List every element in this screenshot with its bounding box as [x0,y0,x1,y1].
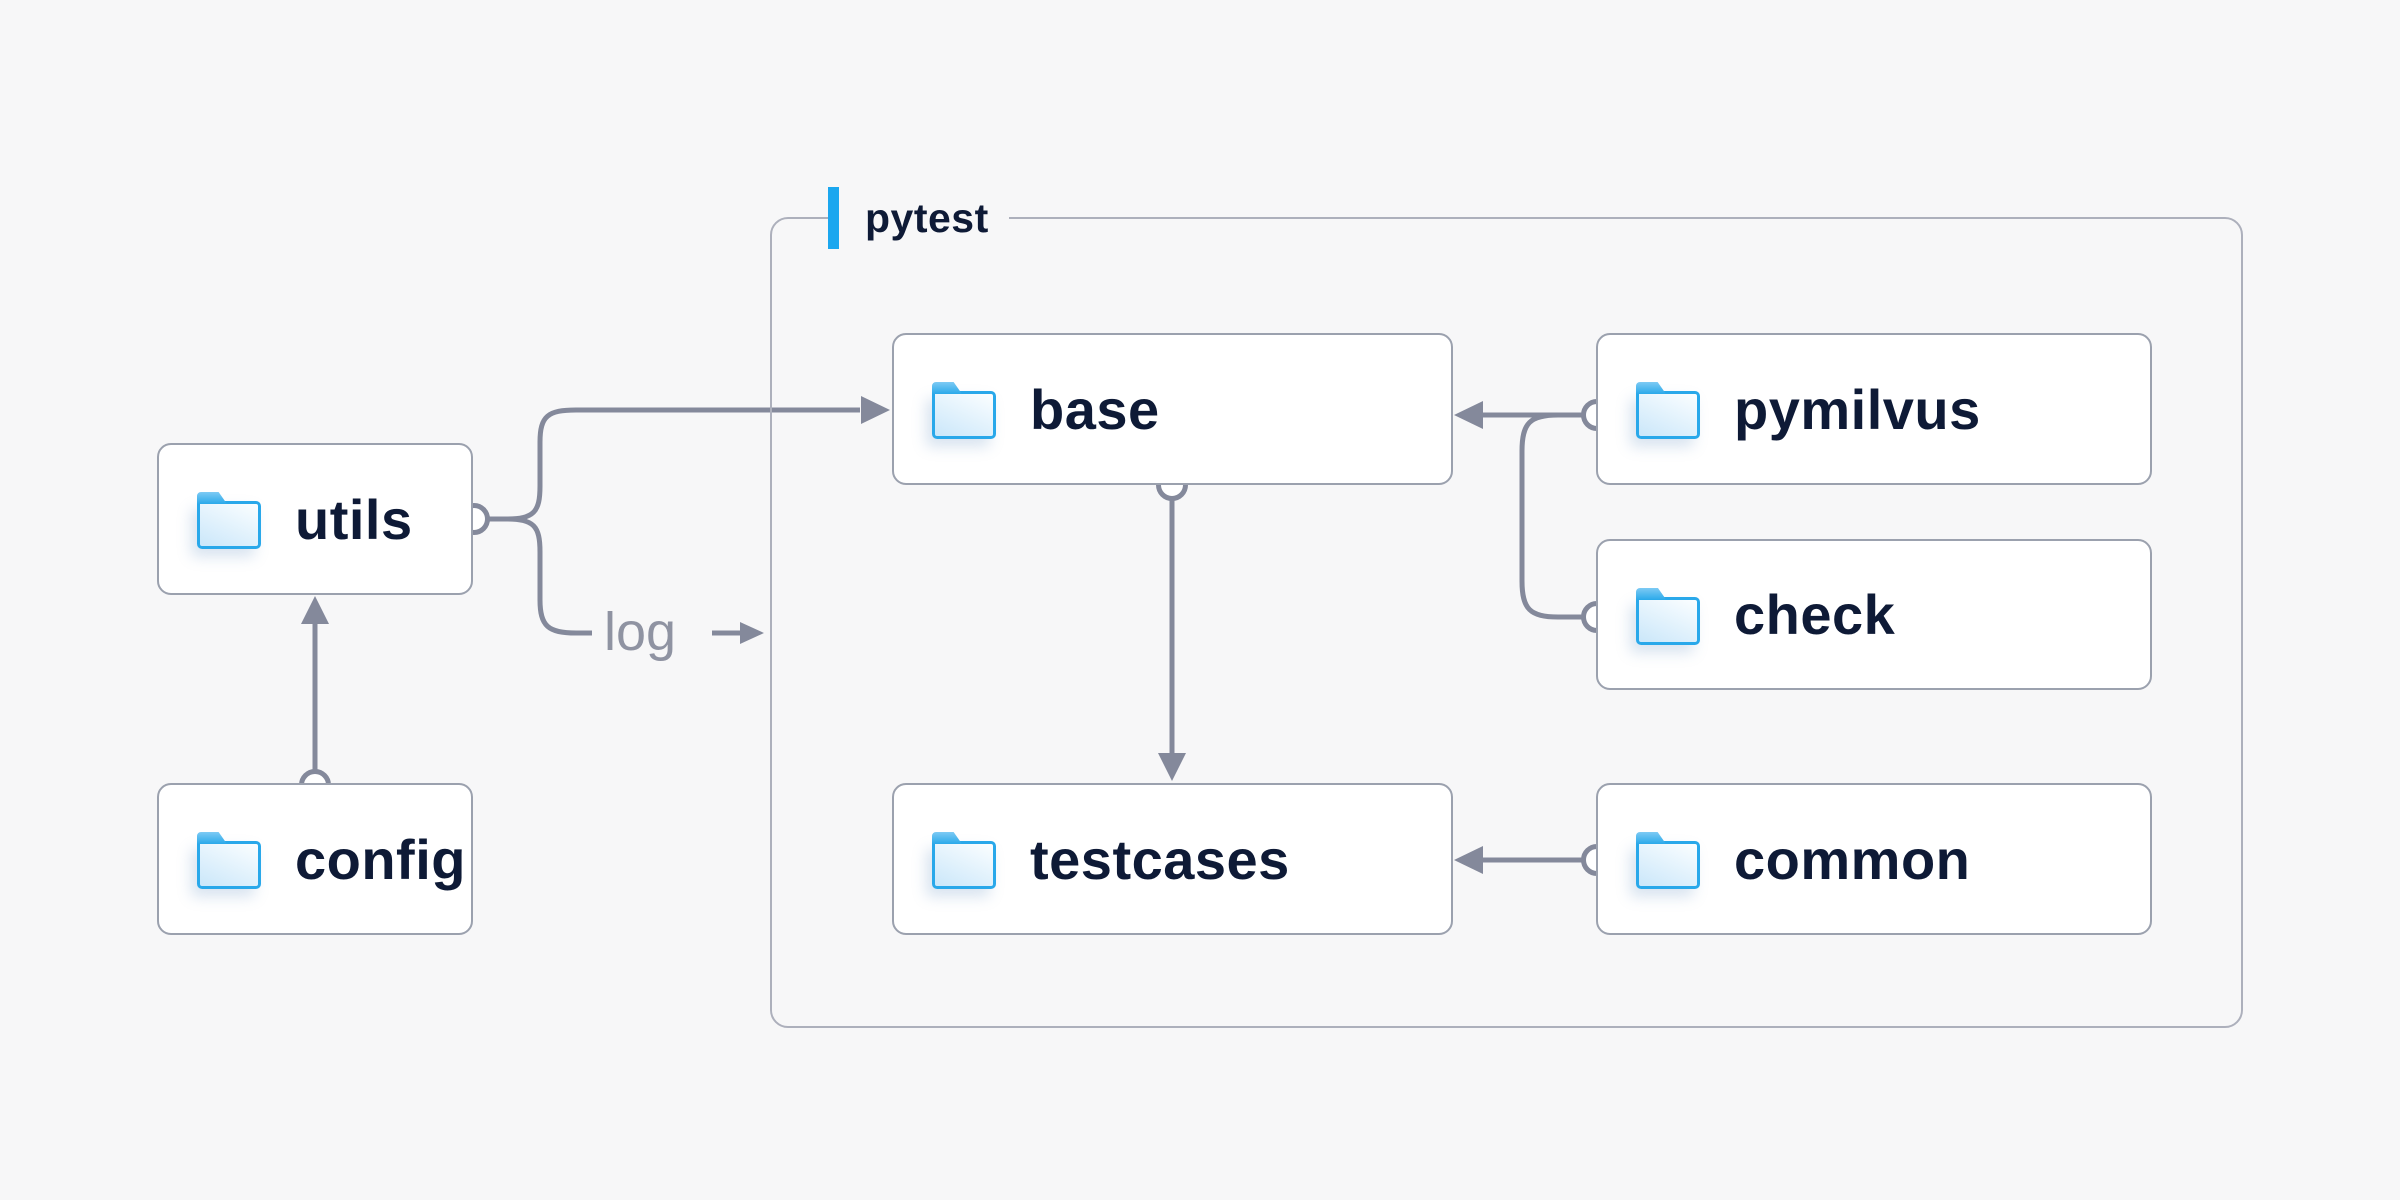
node-label-pymilvus: pymilvus [1734,377,1981,441]
node-label-common: common [1734,827,1971,891]
pytest-group-title: pytest [865,194,989,241]
arrowhead-up-into-utils [301,596,329,624]
arrowhead-left-into-testcases [1454,846,1483,874]
node-label-utils: utils [295,487,413,551]
edge-check-base-line [1519,412,1583,620]
accent-bar [828,187,839,249]
node-label-check: check [1734,583,1896,646]
arrowhead-right-into-base [861,396,890,424]
node-label-testcases: testcases [1030,827,1290,891]
node-pymilvus: pymilvus [1596,333,2152,485]
folder-icon [1636,841,1700,889]
node-testcases: testcases [892,783,1453,935]
folder-icon [1636,596,1700,645]
arrowhead-left-into-base [1454,401,1483,429]
folder-icon [932,391,996,439]
node-config: config [157,783,473,935]
folder-icon [932,841,996,889]
edge-utils-base-line [505,407,860,522]
node-base: base [892,333,1453,485]
pytest-group-label: pytest [828,186,1009,250]
node-common: common [1596,783,2152,935]
node-check: check [1596,539,2152,690]
node-label-config: config [295,827,466,891]
arrowhead-right-log [740,622,764,644]
pytest-group-container [770,217,2243,1028]
arrowhead-down-into-testcases [1158,753,1186,781]
node-utils: utils [157,443,473,595]
folder-icon [1636,391,1700,439]
node-label-base: base [1030,377,1160,441]
folder-icon [197,841,261,889]
folder-icon [197,501,261,549]
edge-utils-log-line [505,516,592,636]
log-edge-label: log [604,602,677,662]
